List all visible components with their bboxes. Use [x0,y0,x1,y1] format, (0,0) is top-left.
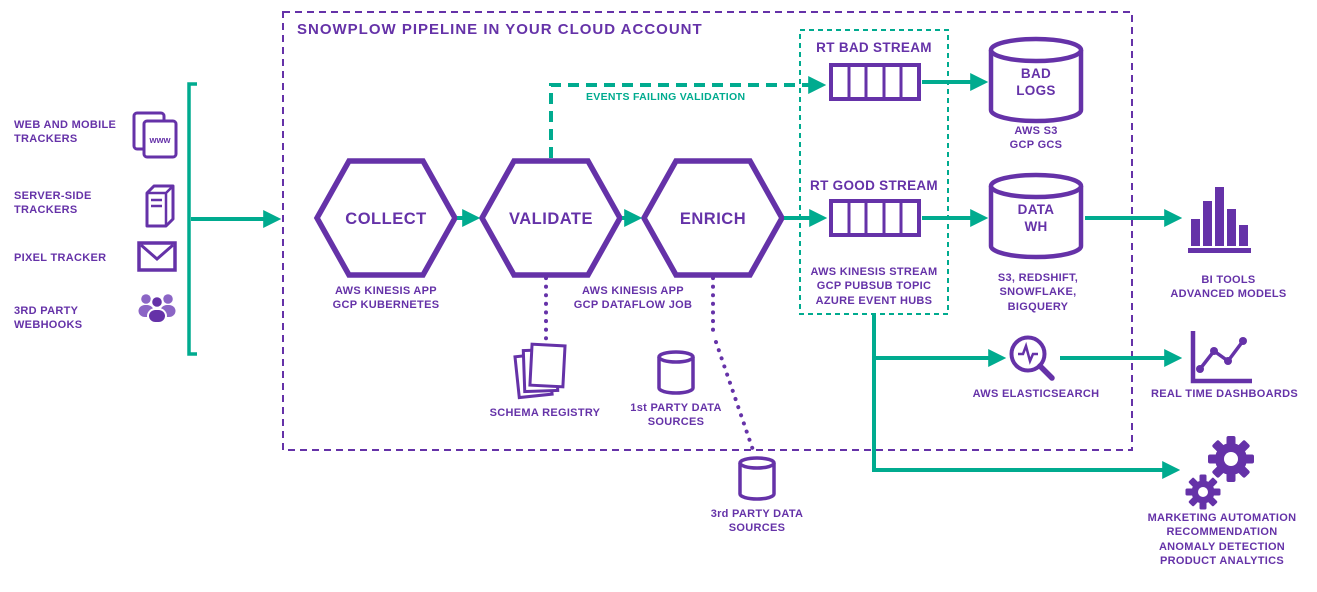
first-party-db-icon [657,350,695,395]
first-party-label: 1st PARTY DATA SOURCES [630,402,722,429]
good-stream-queue-icon [829,199,921,237]
pipeline-boundary [282,11,1133,451]
enrich-label: ENRICH [679,210,747,228]
line-chart-icon [1190,331,1252,384]
schema-registry-label: SCHEMA REGISTRY [489,407,601,419]
enrich-hexagon [640,158,786,278]
failing-validation-line [549,76,827,158]
dashboards-label: REAL TIME DASHBOARDS [1151,388,1298,400]
browser-icon: www [132,111,178,159]
gears-icon [1185,436,1254,510]
source-label-server-side-trackers: SERVER-SIDE TRACKERS [14,190,92,217]
bar-chart-icon [1188,187,1251,253]
validate-hexagon [478,158,624,278]
people-icon [138,294,176,324]
sources-bracket [187,82,197,356]
good-stream-title: RT GOOD STREAM [810,178,938,193]
branch-to-activation-line [872,314,1181,479]
server-icon [145,184,175,228]
data-wh-db-icon [988,172,1084,260]
enrich-caption: AWS KINESIS APP GCP DATAFLOW JOB [573,285,693,312]
data-wh-caption: S3, REDSHIFT, SNOWFLAKE, BIGQUERY [997,272,1079,313]
browser-www-text: www [148,135,171,145]
bad-stream-queue-icon [829,63,921,101]
bad-logs-db-icon [988,36,1084,124]
third-party-label: 3rd PARTY DATA SOURCES [710,508,804,535]
validate-label: VALIDATE [508,210,594,228]
envelope-icon [137,241,177,272]
source-label-web-mobile-trackers: WEB AND MOBILE TRACKERS [14,119,117,146]
enrich-third-party-dotted-line [714,340,756,455]
streams-caption: AWS KINESIS STREAM GCP PUBSUB TOPIC AZUR… [810,266,938,307]
bi-tools-label: BI TOOLS ADVANCED MODELS [1170,274,1287,301]
activation-label: MARKETING AUTOMATION RECOMMENDATION ANOM… [1147,512,1297,567]
bad-logs-label: BAD LOGS [1016,66,1056,98]
pipeline-title: SNOWPLOW PIPELINE IN YOUR CLOUD ACCOUNT [297,21,703,38]
elasticsearch-label: AWS ELASTICSEARCH [972,388,1100,400]
bad-stream-title: RT BAD STREAM [816,40,932,55]
schema-registry-documents-icon [513,342,567,400]
third-party-db-icon [738,456,776,501]
collect-label: COLLECT [345,210,427,228]
source-label-3rd-party-webhooks: 3RD PARTY WEBHOOKS [14,305,83,332]
data-wh-label: DATA WH [1017,202,1055,234]
collect-hexagon [313,158,459,278]
failing-validation-label: EVENTS FAILING VALIDATION [586,91,746,103]
bad-logs-caption: AWS S3 GCP GCS [1009,125,1063,152]
elasticsearch-magnifier-icon [1009,335,1055,381]
source-label-pixel-tracker: PIXEL TRACKER [14,252,107,264]
collect-caption: AWS KINESIS APP GCP KUBERNETES [332,285,440,312]
